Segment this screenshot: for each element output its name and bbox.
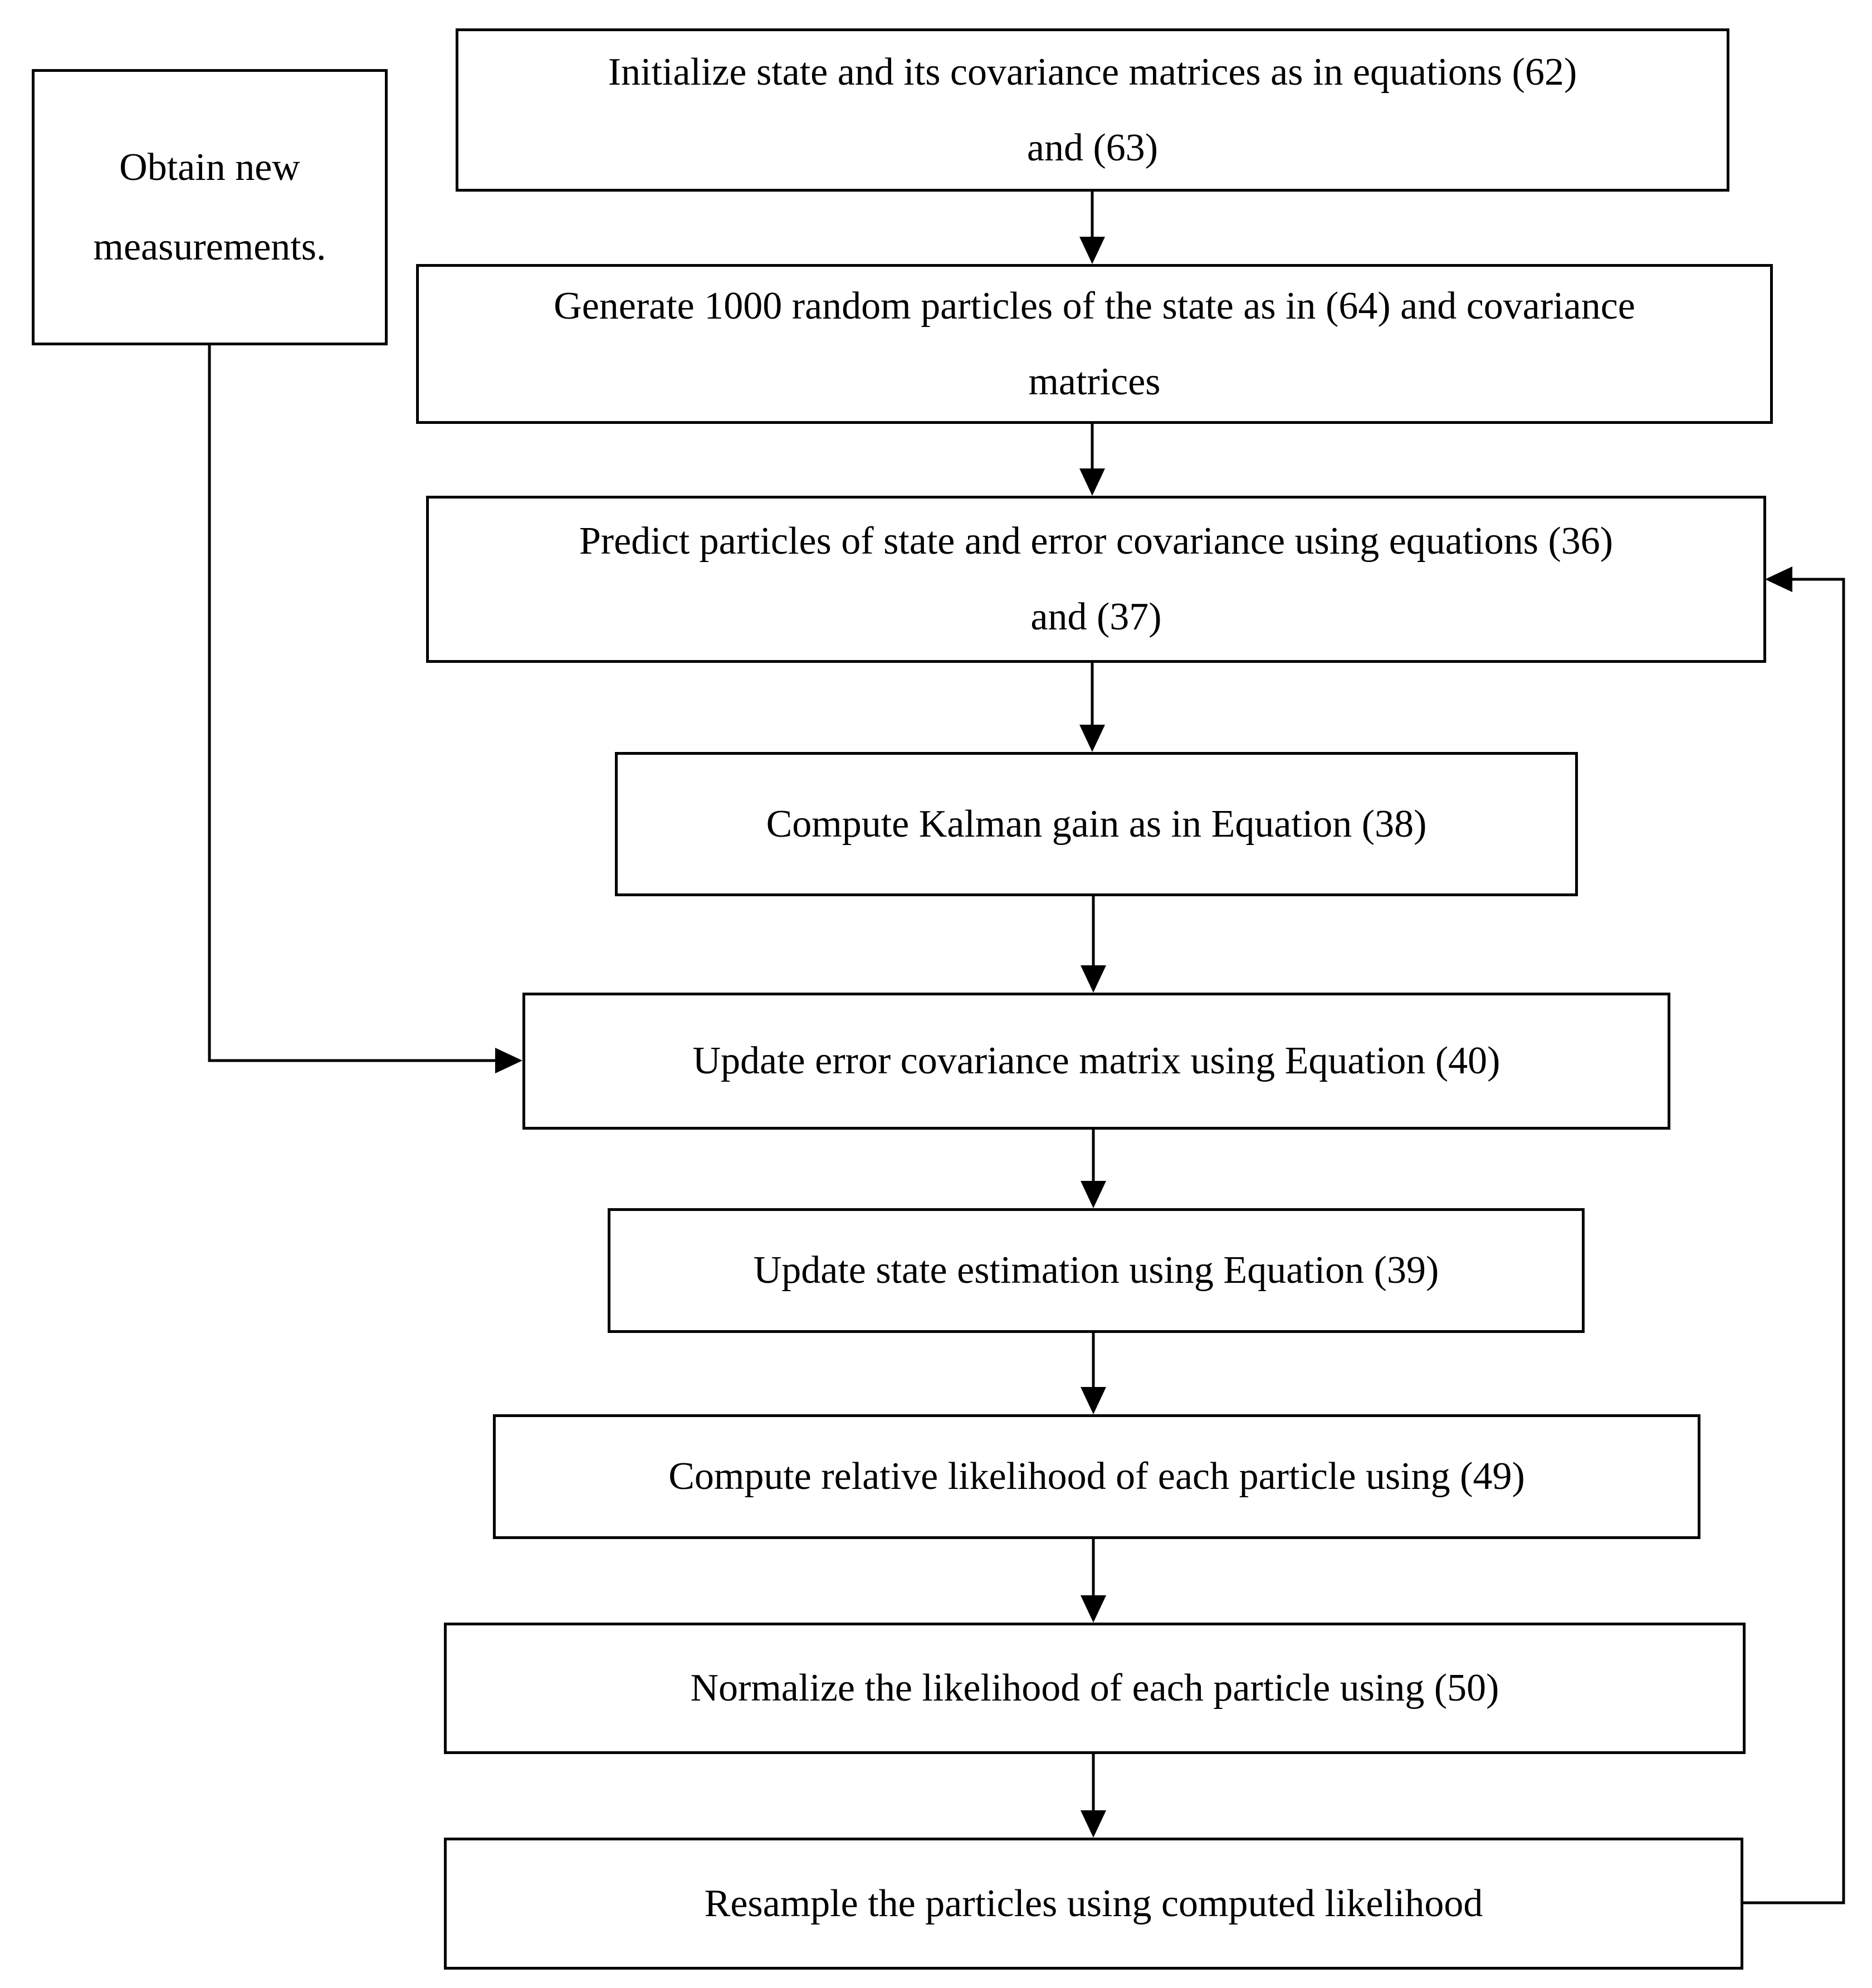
step-normalize-likelihood: Normalize the likelihood of each particl… [444, 1623, 1746, 1754]
step-update-state-estimation: Update state estimation using Equation (… [608, 1208, 1585, 1333]
arrowhead-step2-to-step3 [1079, 468, 1105, 496]
step-kalman-label: Compute Kalman gain as in Equation (38) [766, 802, 1427, 846]
arrowhead-step4-to-step5 [1081, 965, 1106, 993]
step-compute-kalman-gain: Compute Kalman gain as in Equation (38) [615, 752, 1578, 896]
step-predict-line2: and (37) [1030, 595, 1162, 638]
step-normalize-label: Normalize the likelihood of each particl… [690, 1667, 1499, 1709]
arrowhead-feedback-loop [1765, 566, 1792, 592]
step-likelihood-label: Compute relative likelihood of each part… [668, 1455, 1525, 1498]
arrowhead-step8-to-step9 [1081, 1810, 1106, 1838]
step-update-error-covariance: Update error covariance matrix using Equ… [522, 993, 1670, 1130]
step-resample-particles: Resample the particles using computed li… [444, 1838, 1743, 1970]
arrowhead-step7-to-step8 [1081, 1595, 1106, 1623]
step-update-covariance-label: Update error covariance matrix using Equ… [692, 1039, 1500, 1082]
step-initialize-line1: Initialize state and its covariance matr… [608, 50, 1577, 94]
arrow-measurements-to-step5 [208, 344, 495, 1062]
obtain-measurements-line2: measurements. [93, 226, 326, 268]
step-resample-label: Resample the particles using computed li… [704, 1882, 1483, 1925]
step-initialize-line2: and (63) [1027, 126, 1159, 169]
step-update-state-label: Update state estimation using Equation (… [753, 1249, 1439, 1292]
step-predict-line1: Predict particles of state and error cov… [579, 520, 1614, 563]
arrowhead-step6-to-step7 [1081, 1387, 1106, 1414]
arrow-feedback-loop [1741, 578, 1845, 1904]
step-generate-line2: matrices [1028, 360, 1161, 403]
step-compute-likelihood: Compute relative likelihood of each part… [493, 1414, 1700, 1539]
step-predict-particles: Predict particles of state and error cov… [426, 496, 1766, 663]
step-generate-line1: Generate 1000 random particles of the st… [554, 284, 1635, 328]
obtain-measurements-box: Obtain new measurements. [32, 69, 388, 345]
arrowhead-measurements-to-step5 [495, 1048, 522, 1073]
arrowhead-step5-to-step6 [1081, 1181, 1106, 1208]
arrowhead-step3-to-step4 [1079, 725, 1105, 752]
obtain-measurements-line1: Obtain new [119, 146, 300, 189]
arrowhead-step1-to-step2 [1079, 237, 1105, 264]
step-generate-particles: Generate 1000 random particles of the st… [416, 264, 1773, 424]
step-initialize-state: Initialize state and its covariance matr… [456, 28, 1729, 192]
